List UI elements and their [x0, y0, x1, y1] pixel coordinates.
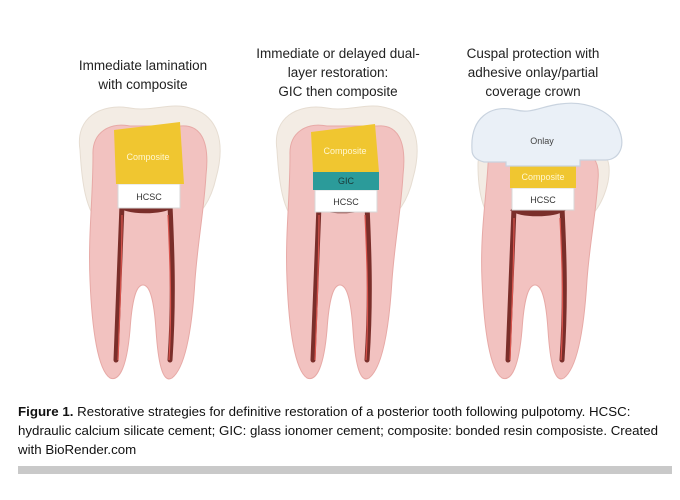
layer-label: Composite: [126, 152, 169, 162]
caption-label: Figure 1.: [18, 404, 74, 419]
layer-label: Composite: [323, 146, 366, 156]
tooth-diagram-3: Onlay Composite HCSC: [471, 102, 623, 380]
title-line: coverage crown: [485, 84, 581, 99]
figure-caption: Figure 1. Restorative strategies for def…: [18, 402, 666, 459]
layer-label: Onlay: [530, 136, 554, 146]
hcsc-layer: [117, 183, 181, 209]
layer-label: HCSC: [530, 195, 556, 205]
title-line: Immediate lamination: [78, 58, 208, 73]
title-line: Immediate or delayed dual-: [256, 46, 420, 61]
title-line: layer restoration:: [287, 65, 389, 80]
title-line: Cuspal protection with: [466, 46, 600, 61]
pulp-canal: [113, 202, 125, 363]
tooth-diagram-2: Composite GIC HCSC: [275, 105, 418, 380]
composite-layer: [510, 164, 576, 188]
pulp-canal: [167, 202, 175, 363]
pulp-canal: [505, 205, 517, 363]
panel-title: Cuspal protection with adhesive onlay/pa…: [420, 44, 646, 101]
pulp-canal: [364, 202, 372, 363]
panel-title: Immediate lamination with composite: [30, 56, 256, 94]
panel-cuspal-protection: Cuspal protection with adhesive onlay/pa…: [420, 0, 646, 400]
pulp-canal: [559, 205, 567, 363]
tooth-diagram-1: Composite HCSC: [78, 105, 221, 380]
layer-label: GIC: [338, 176, 355, 186]
layer-label: Composite: [521, 172, 564, 182]
layer-label: HCSC: [136, 192, 162, 202]
title-line: with composite: [98, 77, 188, 92]
layer-label: HCSC: [333, 197, 359, 207]
bottom-divider: [18, 466, 672, 474]
panel-title: Immediate or delayed dual- layer restora…: [225, 44, 451, 101]
onlay-layer: [471, 102, 623, 167]
composite-layer: [114, 122, 184, 184]
composite-layer: [311, 124, 379, 172]
title-line: adhesive onlay/partial: [467, 65, 599, 80]
caption-text: Restorative strategies for definitive re…: [18, 404, 659, 457]
panel-dual-layer: Immediate or delayed dual- layer restora…: [225, 0, 451, 400]
title-line: GIC then composite: [278, 84, 398, 99]
panel-immediate-lamination: Immediate lamination with composite Comp…: [30, 0, 256, 400]
pulp-canal: [310, 202, 322, 363]
gic-layer: [313, 172, 379, 190]
